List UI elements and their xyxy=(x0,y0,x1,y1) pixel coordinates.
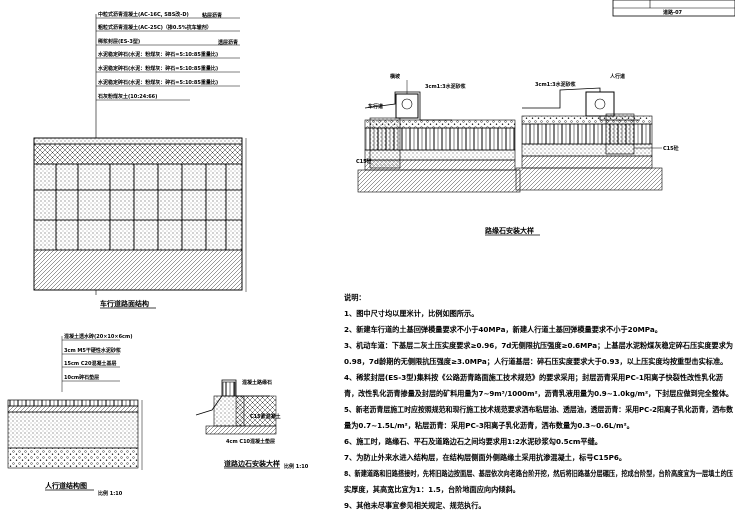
pavement-layer-6: 水泥稳定碎石(水泥：粉煤灰：碎石=5:10:85重量比) xyxy=(97,79,218,86)
note-item: 实厚度，其高宽比宜为1：1.5，台阶地面应向内倾斜。 xyxy=(344,485,520,494)
curb-left-concrete: C15砼 xyxy=(356,158,373,165)
pavement-layer-2: 粗粒式沥青混凝土(AC-25C)（掺0.5%抗车辙剂） xyxy=(98,24,212,31)
curb-right-concrete: C15砼 xyxy=(663,145,680,152)
curb-right-sidewalk: 人行道 xyxy=(609,73,625,80)
curb-caption: 路缘石安装大样 xyxy=(485,226,534,235)
pavement-layer-4: 水泥稳定碎石(水泥：粉煤灰：碎石=5:10:85重量比) xyxy=(97,51,218,58)
pavement-caption: 车行道路面结构 xyxy=(100,299,149,308)
title-block: 道路-07 xyxy=(612,0,735,17)
pavement-layer-3: 稀浆封层(ES-3型) xyxy=(98,38,140,45)
curb-left-road-tag: 车行道 xyxy=(368,103,383,110)
sidewalk-layer-2: 15cm C20混凝土基层 xyxy=(64,360,117,367)
pavement-layer-7: 石灰粉煤灰土(10:24:66) xyxy=(97,93,157,100)
pavement-layer-5: 水泥稳定碎石(水泥：粉煤灰：碎石=5:10:85重量比) xyxy=(97,65,218,72)
curb-right-mortar: 3cm1:3水泥砂浆 xyxy=(535,81,577,88)
sidewalk-layer-3: 10cm碎石垫层 xyxy=(64,374,99,381)
sidewalk-scale: 比例 1:10 xyxy=(98,490,123,497)
sidewalk-layer-1: 3cm M5干硬性水泥砂浆 xyxy=(64,347,122,354)
sidewalk-caption: 人行道结构图 xyxy=(45,481,87,490)
note-item: 1、图中尺寸均以厘米计，比例如图所示。 xyxy=(344,309,478,318)
edge-stone-detail: 混凝土路缘石 C15素混凝土 4cm C10混凝土垫层 道路边石安装大样 比例 … xyxy=(195,379,309,470)
note-item: 9、其他未尽事宜参见相关规定、规范执行。 xyxy=(344,501,486,510)
curb-left-top-tag: 横坡 xyxy=(389,73,401,80)
edge-tag-mid: C15素混凝土 xyxy=(250,413,281,420)
curb-detail: 横坡 3cm1:3水泥砂浆 C15砼 车行道 3cm1:3水泥砂浆 人行道 C1… xyxy=(356,73,680,236)
title-block-drawing-no: 道路-07 xyxy=(663,9,683,16)
pavement-layer-1: 中粒式沥青混凝土(AC-16C, SBS改-D) xyxy=(98,11,189,18)
note-item: 5、新老沥青层施工时应按照规范和现行施工技术规范要求洒布粘层油、透层油，透层沥青… xyxy=(344,405,734,414)
note-item: 2、新建车行道的土基回弹模量要求不小于40MPa，新建人行道土基回弹模量要求不小… xyxy=(344,325,662,334)
edge-tag-top: 混凝土路缘石 xyxy=(242,379,272,386)
curb-left-mortar: 3cm1:3水泥砂浆 xyxy=(425,83,467,90)
pavement-leaders xyxy=(96,17,240,101)
note-item: 3、机动车道：下基层二灰土压实度要求≥0.96，7d无侧限抗压强度≥0.6MPa… xyxy=(344,341,733,350)
note-item: 4、稀浆封层(ES-3型)集料按《公路沥青路面施工技术规范》的要求采用；封层沥青… xyxy=(344,373,723,382)
edge-scale: 比例 1:10 xyxy=(284,463,309,470)
bond-coat-tag: 粘层沥青 xyxy=(201,12,222,19)
note-item: 8、新建道路和旧路搭接时，先将旧路边按面层、基层依次向老路台阶开挖，然后将旧路基… xyxy=(344,469,734,478)
notes: 说明： 1、图中尺寸均以厘米计，比例如图所示。 2、新建车行道的土基回弹模量要求… xyxy=(344,293,734,510)
pavement-structure: 中粒式沥青混凝土(AC-16C, SBS改-D) 粗粒式沥青混凝土(AC-25C… xyxy=(33,11,247,309)
note-item: 青，改性乳化沥青掺量及封层的矿料用量为7~9m³/1000m²，沥青乳液用量为0… xyxy=(344,389,733,398)
sidewalk-structure: 混凝土透水砖(20×10×6cm) 3cm M5干硬性水泥砂浆 15cm C20… xyxy=(7,333,143,497)
note-item: 量为0.7~1.5L/m²，粘层沥青：采用PC-3阳离子乳化沥青，洒布数量为0.… xyxy=(344,421,634,430)
sidewalk-paver: 混凝土透水砖(20×10×6cm) xyxy=(64,333,133,340)
note-item: 6、施工时，路缘石、平石及道路边石之间均要求用1:2水泥砂浆勾0.5cm平缝。 xyxy=(344,437,602,446)
prime-coat-tag: 透层沥青 xyxy=(218,39,238,46)
edge-caption: 道路边石安装大样 xyxy=(224,459,280,468)
note-item: 0.98，7d龄期的无侧限抗压强度≥3.0MPa；人行道基层：碎石压实度要求大于… xyxy=(344,357,727,366)
notes-heading: 说明： xyxy=(344,293,366,302)
edge-tag-bottom: 4cm C10混凝土垫层 xyxy=(226,438,275,445)
note-item: 7、为防止外来水进入结构层，在结构层侧面外侧路缘土采用抗渗混凝土，标号C15P6… xyxy=(344,453,626,462)
